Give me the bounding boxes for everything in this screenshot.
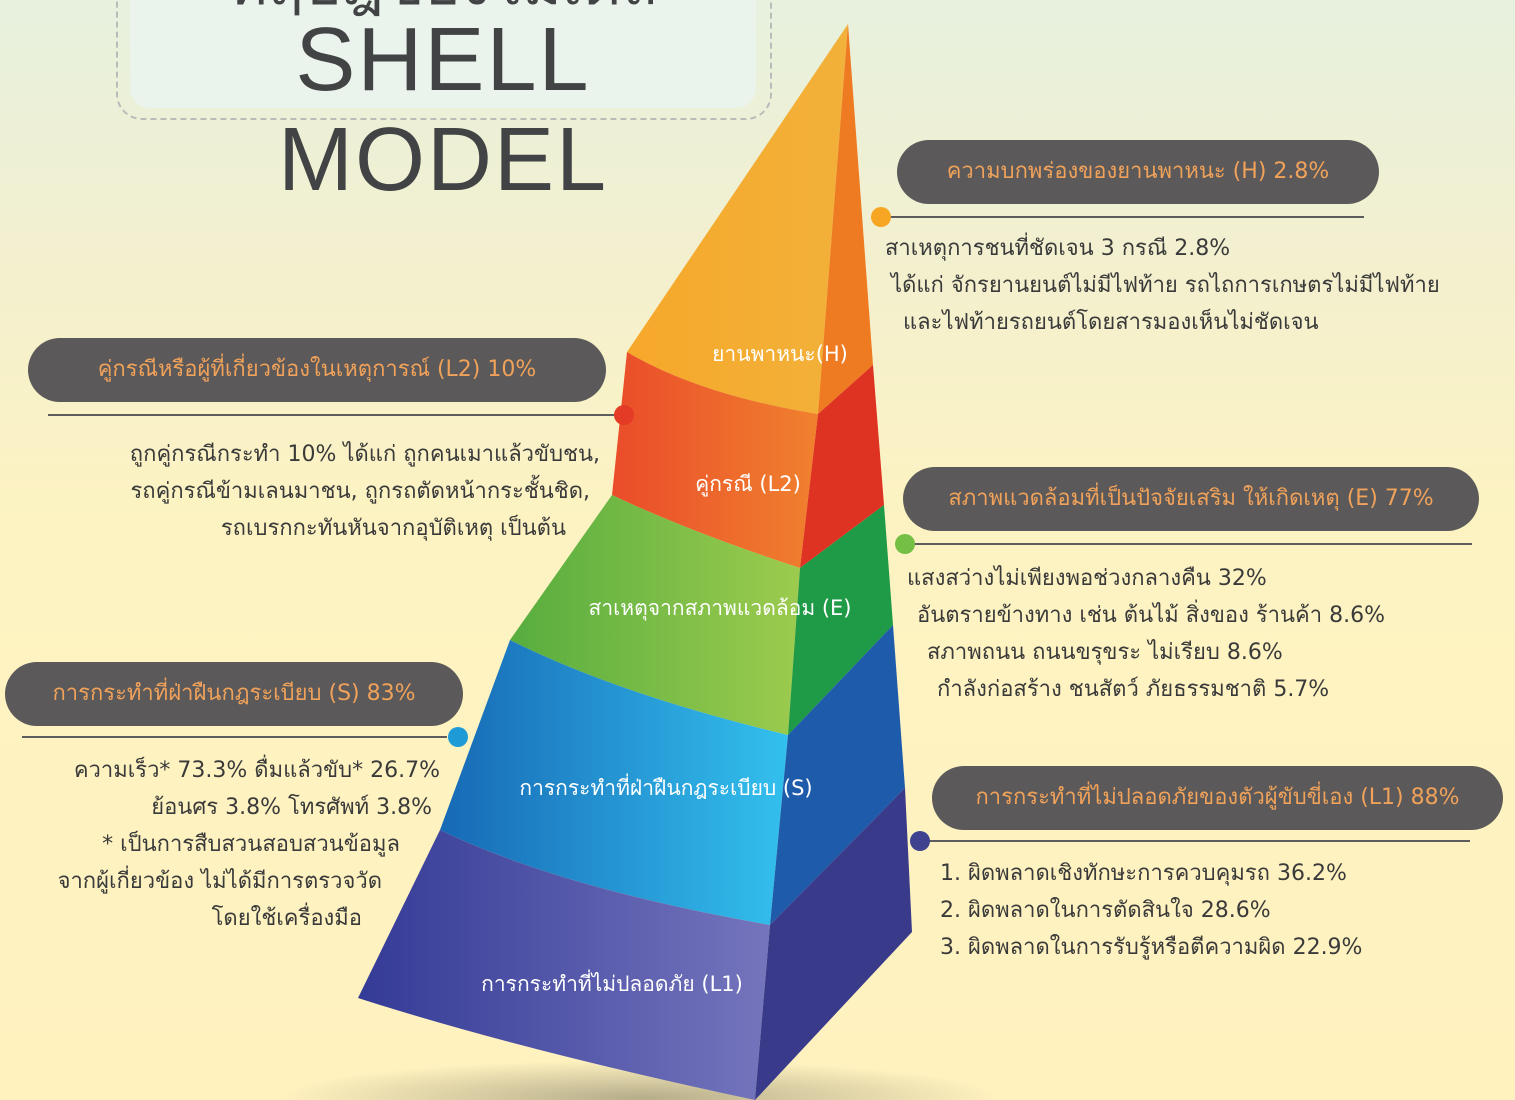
callout-l1-line: 2. ผิดพลาดในการตัดสินใจ 28.6% [940, 898, 1271, 923]
callout-s-rule [22, 736, 447, 738]
layer-e-side [788, 505, 893, 735]
callout-l2-title: คู่กรณีหรือผู้ที่เกี่ยวข้องในเหตุการณ์ (… [28, 338, 606, 402]
callout-l1-text: 1. ผิดพลาดเชิงทักษะการควบคุมรถ 36.2% 2. … [940, 855, 1362, 966]
layer-h-front [627, 24, 848, 414]
callout-l1-title: การกระทำที่ไม่ปลอดภัยของตัวผู้ขับขี่เอง … [932, 766, 1503, 830]
callout-h-dot [871, 207, 891, 227]
layer-l2-side [800, 365, 884, 568]
callout-l2-rule [48, 414, 626, 416]
callout-l1-rule [918, 840, 1470, 842]
callout-l1-line: 1. ผิดพลาดเชิงทักษะการควบคุมรถ 36.2% [940, 861, 1347, 886]
title-top-line: ทฤษฎีของโมเดล [130, 0, 756, 31]
callout-s-line: ย้อนศร 3.8% โทรศัพท์ 3.8% [151, 795, 432, 820]
callout-e-rule [905, 543, 1472, 545]
callout-s-line: โดยใช้เครื่องมือ [211, 906, 362, 931]
page-title: SHELL MODEL [277, 10, 609, 210]
callout-e-line: สภาพถนน ถนนขรุขระ ไม่เรียบ 8.6% [927, 640, 1283, 665]
callout-s-line: จากผู้เกี่ยวข้อง ไม่ได้มีการตรวจวัด [57, 869, 382, 894]
callout-s-line: ความเร็ว* 73.3% ดื่มแล้วขับ* 26.7% [73, 758, 440, 783]
layer-h-side [818, 24, 873, 414]
layer-s-side [770, 625, 905, 925]
layer-l1-front [358, 830, 770, 1100]
callout-l2-line: ถูกคู่กรณีกระทำ 10% ได้แก่ ถูกคนเมาแล้วข… [129, 442, 600, 467]
layer-label-e: สาเหตุจากสภาพแวดล้อม (E) [588, 596, 852, 620]
callout-s-title: การกระทำที่ฝ่าฝืนกฎระเบียบ (S) 83% [5, 662, 463, 726]
callout-e-line: กำลังก่อสร้าง ชนสัตว์ ภัยธรรมชาติ 5.7% [937, 677, 1330, 702]
layer-l1-side [755, 788, 912, 1100]
callout-s-dot [448, 727, 468, 747]
title-frame [116, 0, 772, 120]
callout-h-line: และไฟท้ายรถยนต์โดยสารมองเห็นไม่ชัดเจน [903, 310, 1319, 335]
title-box [130, 0, 756, 108]
callout-e-title: สภาพแวดล้อมที่เป็นปัจจัยเสริม ให้เกิดเหต… [903, 467, 1479, 531]
callout-l2-line: รถเบรกกะทันหันจากอุบัติเหตุ เป็นต้น [220, 516, 566, 541]
layer-l2-front [612, 352, 818, 568]
callout-h-title: ความบกพร่องของยานพาหนะ (H) 2.8% [897, 140, 1379, 204]
callout-s-text: ความเร็ว* 73.3% ดื่มแล้วขับ* 26.7% ย้อนศ… [58, 752, 440, 937]
callout-e-text: แสงสว่างไม่เพียงพอช่วงกลางคืน 32% อันตรา… [907, 560, 1385, 708]
callout-s-line: * เป็นการสืบสวนสอบสวนข้อมูล [102, 832, 400, 857]
callout-l1-line: 3. ผิดพลาดในการรับรู้หรือตีความผิด 22.9% [940, 935, 1363, 960]
callout-l2-dot [614, 405, 634, 425]
callout-l2-line: รถคู่กรณีข้ามเลนมาชน, ถูกรถตัดหน้ากระชั้… [130, 479, 590, 504]
callout-h-rule [882, 216, 1364, 218]
callout-l2-text: ถูกคู่กรณีกระทำ 10% ได้แก่ ถูกคนเมาแล้วข… [130, 436, 600, 547]
layer-e-front [510, 495, 800, 735]
callout-e-dot [895, 534, 915, 554]
layer-label-h: ยานพาหนะ(H) [712, 342, 848, 366]
callout-l1-dot [910, 831, 930, 851]
layer-label-l1: การกระทำที่ไม่ปลอดภัย (L1) [481, 972, 743, 996]
callout-h-text: สาเหตุการชนที่ชัดเจน 3 กรณี 2.8% ได้แก่ … [885, 230, 1440, 341]
layer-s-front [440, 640, 788, 925]
callout-h-line: สาเหตุการชนที่ชัดเจน 3 กรณี 2.8% [885, 236, 1231, 261]
layer-label-l2: คู่กรณี (L2) [695, 472, 801, 496]
pyramid-shadow [280, 1060, 1000, 1100]
callout-e-line: อันตรายข้างทาง เช่น ต้นไม้ สิ่งของ ร้านค… [917, 603, 1386, 628]
callout-h-line: ได้แก่ จักรยานยนต์ไม่มีไฟท้าย รถไถการเกษ… [891, 273, 1440, 298]
callout-e-line: แสงสว่างไม่เพียงพอช่วงกลางคืน 32% [907, 566, 1267, 591]
layer-label-s: การกระทำที่ฝ่าฝืนกฎระเบียบ (S) [519, 776, 813, 800]
